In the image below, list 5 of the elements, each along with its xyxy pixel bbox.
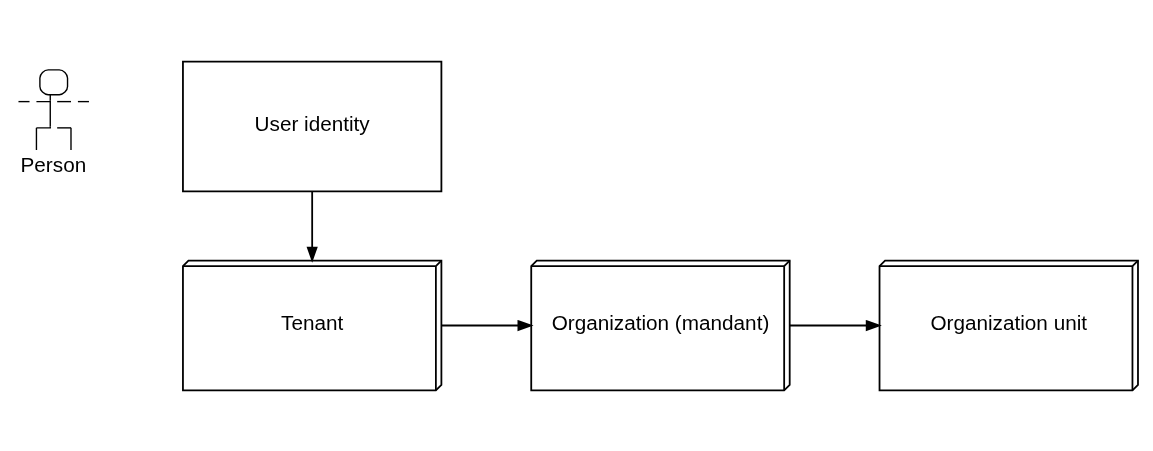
arrow xyxy=(306,190,318,263)
node-label: Person xyxy=(20,152,87,176)
node-box: User identity xyxy=(182,60,443,192)
arrow xyxy=(788,319,882,331)
arrow xyxy=(440,319,534,331)
